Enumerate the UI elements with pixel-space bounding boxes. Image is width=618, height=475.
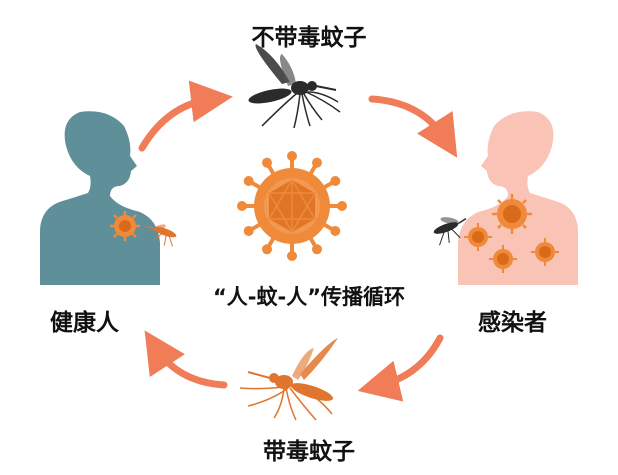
- cycle-arrow-icon: [144, 330, 228, 389]
- infected-person: [433, 111, 578, 285]
- label-infected-person: 感染者: [478, 310, 547, 336]
- cycle-arrow-icon: [357, 334, 444, 402]
- cycle-arrow-icon: [368, 95, 458, 158]
- virus-icon: [110, 211, 140, 241]
- virus-icon: [492, 194, 532, 234]
- label-uninfected-mosquito: 不带毒蚊子: [251, 25, 367, 51]
- mosquito-icon: [145, 224, 177, 247]
- mosquito-icon: [248, 44, 341, 129]
- label-transmission-cycle: “人-蚊-人”传播循环: [212, 285, 406, 309]
- label-healthy-person: 健康人: [50, 310, 119, 336]
- mosquito-infected: [239, 338, 338, 421]
- label-infected-mosquito: 带毒蚊子: [263, 439, 355, 465]
- cycle-arrow-icon: [138, 80, 233, 152]
- virus-cluster: [464, 194, 559, 273]
- mosquito-icon: [433, 217, 467, 246]
- healthy-person: [40, 111, 177, 285]
- virus-icon: [531, 238, 559, 266]
- cycle-arrows: [138, 80, 458, 402]
- person-silhouette-icon: [40, 111, 160, 285]
- virus-icon: [237, 151, 347, 261]
- virus-icon: [489, 245, 517, 273]
- mosquito-uninfected: [248, 44, 341, 129]
- person-silhouette-icon: [458, 111, 578, 285]
- virus-icon: [464, 223, 492, 251]
- mosquito-icon: [239, 338, 338, 421]
